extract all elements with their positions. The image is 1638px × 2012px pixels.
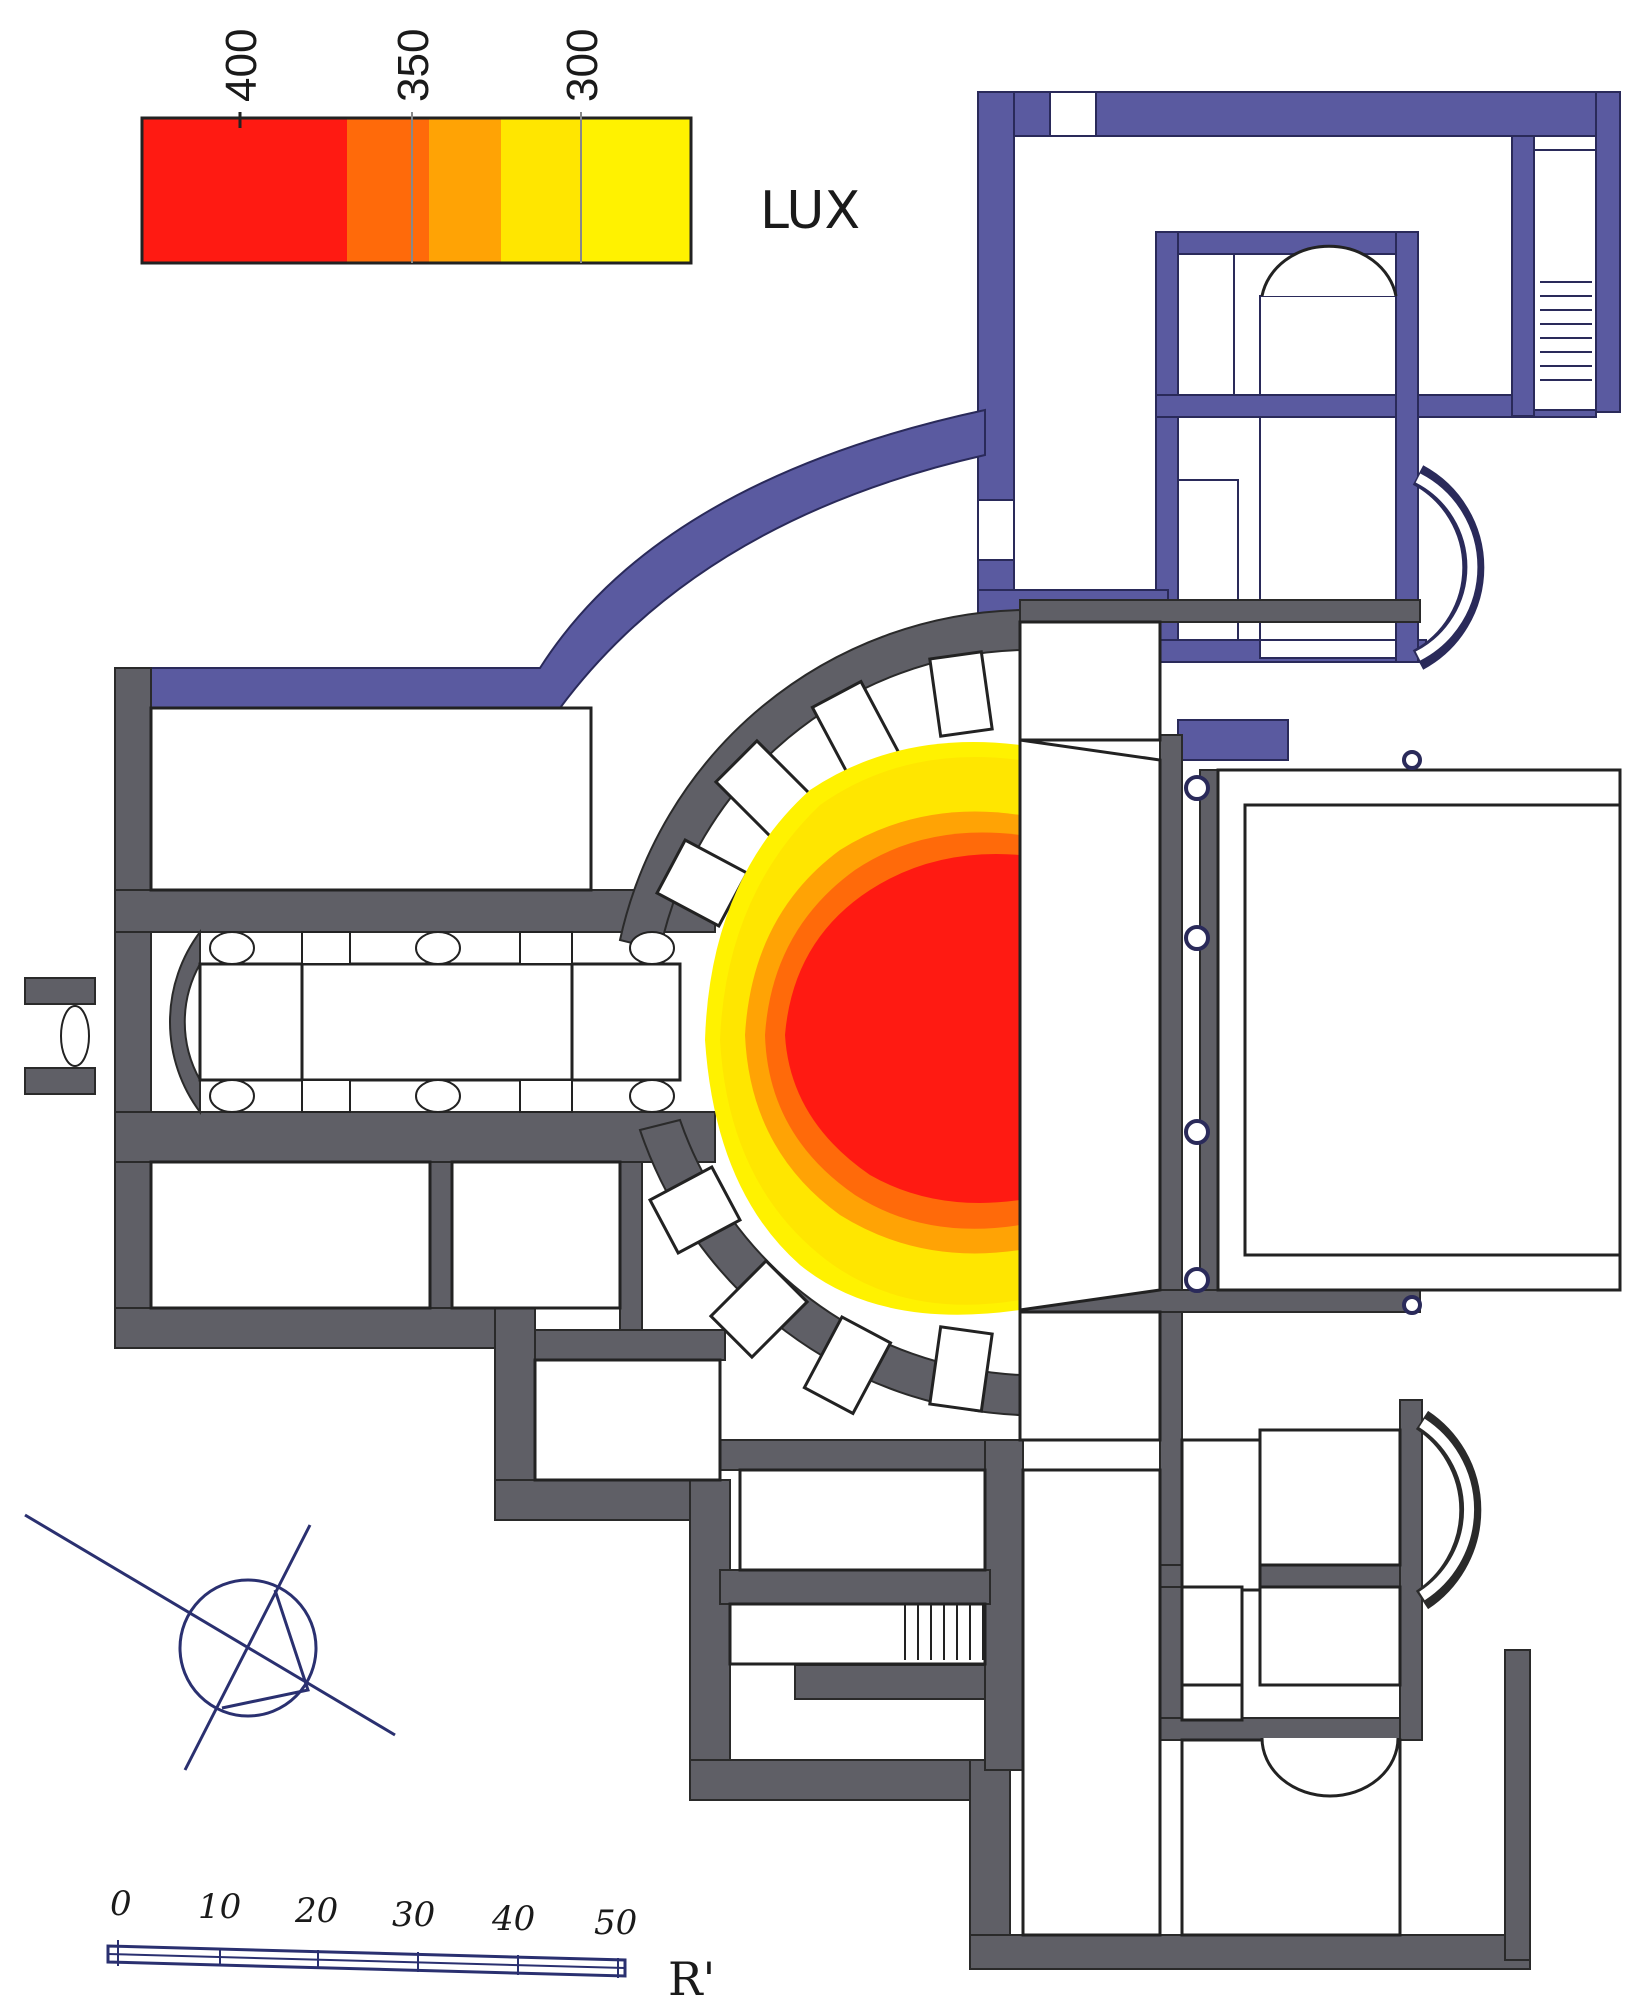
atrium-inner bbox=[1243, 803, 1622, 1257]
room-a-box-2 bbox=[1259, 295, 1397, 396]
room-south-west-2 bbox=[450, 1160, 622, 1310]
wall-lower-step-3 bbox=[689, 1479, 731, 1781]
scale-tick-20: 20 bbox=[294, 1891, 338, 1931]
nave-dividers bbox=[300, 964, 574, 1080]
stair-hatching-bottom bbox=[904, 1605, 984, 1660]
scale-unit-label: R' bbox=[668, 1952, 715, 2006]
wall-lower-step-5 bbox=[969, 1759, 1011, 1961]
wall-room-a-right bbox=[1395, 231, 1419, 663]
legend-band-400plus bbox=[142, 118, 347, 263]
lower-right-rooms bbox=[1180, 1428, 1402, 1722]
scale-tick-0: 0 bbox=[110, 1884, 132, 1924]
wall-lower-right-post bbox=[1504, 1649, 1531, 1961]
room-a-box-1 bbox=[1177, 253, 1235, 396]
wall-lower-step-1 bbox=[494, 1307, 536, 1509]
room-south-lower-2 bbox=[738, 1468, 987, 1572]
wall-right-lower-right bbox=[1399, 1399, 1423, 1741]
wall-div-5 bbox=[984, 1439, 1024, 1771]
wall-lower-step-2 bbox=[494, 1479, 706, 1521]
room-north-hall bbox=[149, 706, 593, 892]
blue-wall-openings bbox=[977, 91, 1597, 659]
wall-div-1 bbox=[429, 1161, 453, 1309]
wall-west-outer-left bbox=[114, 667, 152, 1309]
compass-rose bbox=[24, 1513, 396, 1771]
scale-bar-divider bbox=[107, 1953, 626, 1969]
wall-right-outer bbox=[1595, 91, 1621, 413]
illuminance-heatmap bbox=[705, 742, 1022, 1315]
atrium-columns bbox=[1184, 750, 1422, 1315]
wall-div-6 bbox=[719, 1569, 991, 1605]
scale-tick-30: 30 bbox=[392, 1895, 435, 1935]
stair-block bbox=[1533, 149, 1597, 411]
wall-lower-west-bottom bbox=[114, 1307, 536, 1349]
wall-west-wing-bottom-inner bbox=[114, 1111, 716, 1163]
compass-axis-cross bbox=[183, 1524, 312, 1771]
wall-div-4 bbox=[719, 1439, 1021, 1471]
wall-curved-corridor bbox=[114, 408, 986, 709]
corridor-south bbox=[1018, 1310, 1162, 1442]
compass-axis-long bbox=[24, 1513, 396, 1737]
opening-top-door bbox=[1049, 91, 1097, 137]
heatmap-zone-400 bbox=[785, 854, 1020, 1203]
wall-right-col-left bbox=[1159, 734, 1183, 1296]
legend-tick-350: 350 bbox=[389, 29, 438, 102]
central-hall bbox=[1018, 620, 1622, 1442]
lux-legend: 400 350 300 LUX bbox=[140, 29, 860, 265]
wall-div-2 bbox=[619, 1161, 643, 1353]
wall-west-stub-2 bbox=[24, 1067, 96, 1095]
scale-tick-40: 40 bbox=[491, 1899, 535, 1939]
room-south-west-1 bbox=[149, 1160, 432, 1310]
legend-tick-400: 400 bbox=[217, 29, 266, 102]
wall-atrium-left bbox=[1199, 769, 1219, 1291]
wall-right-corridor-top bbox=[1019, 599, 1421, 623]
corridor-north bbox=[1018, 620, 1162, 742]
legend-band-350 bbox=[429, 118, 501, 263]
apse-upper-right bbox=[1412, 465, 1485, 670]
nave bbox=[198, 962, 682, 1082]
wall-west-apse bbox=[169, 928, 201, 1116]
wall-corner-small bbox=[1177, 719, 1289, 761]
scale-tick-50: 50 bbox=[594, 1903, 637, 1943]
legend-frame bbox=[140, 116, 693, 265]
legend-band-325 bbox=[501, 118, 581, 263]
scale-bar-ticks bbox=[117, 1940, 619, 1978]
wall-lower-bottom bbox=[969, 1934, 1531, 1970]
legend-band-300 bbox=[581, 118, 691, 263]
wall-div-7 bbox=[794, 1664, 986, 1700]
compass-needle bbox=[221, 1589, 310, 1710]
wall-stair-post bbox=[1511, 135, 1535, 417]
apse-lower-room bbox=[1260, 1737, 1400, 1798]
wall-west-stub bbox=[24, 977, 96, 1005]
room-south-lower-4 bbox=[1021, 1468, 1162, 1937]
apse-lower-right bbox=[1415, 1410, 1482, 1610]
legend-band-375 bbox=[347, 118, 429, 263]
room-a-box-5 bbox=[1259, 639, 1397, 659]
wall-div-3 bbox=[534, 1329, 726, 1361]
scale-tick-10: 10 bbox=[198, 1887, 241, 1927]
opening-left-door bbox=[977, 499, 1015, 561]
scale-bar: 0 10 20 30 40 50 R' bbox=[106, 1884, 715, 2006]
legend-tick-300: 300 bbox=[558, 29, 607, 102]
wall-right-lower-block bbox=[1159, 1311, 1183, 1733]
apse-top-room bbox=[1260, 244, 1398, 297]
central-hall-floor bbox=[1018, 738, 1162, 1312]
compass-circle bbox=[178, 1578, 318, 1718]
stair-hatching-top bbox=[1540, 281, 1592, 381]
wall-lower-step-4 bbox=[689, 1759, 991, 1801]
wall-room-a-top bbox=[1155, 231, 1417, 255]
legend-unit-label: LUX bbox=[760, 181, 860, 241]
room-south-lower-3 bbox=[728, 1602, 987, 1666]
room-south-lower-1 bbox=[533, 1358, 722, 1482]
nave-niches bbox=[60, 931, 675, 1113]
